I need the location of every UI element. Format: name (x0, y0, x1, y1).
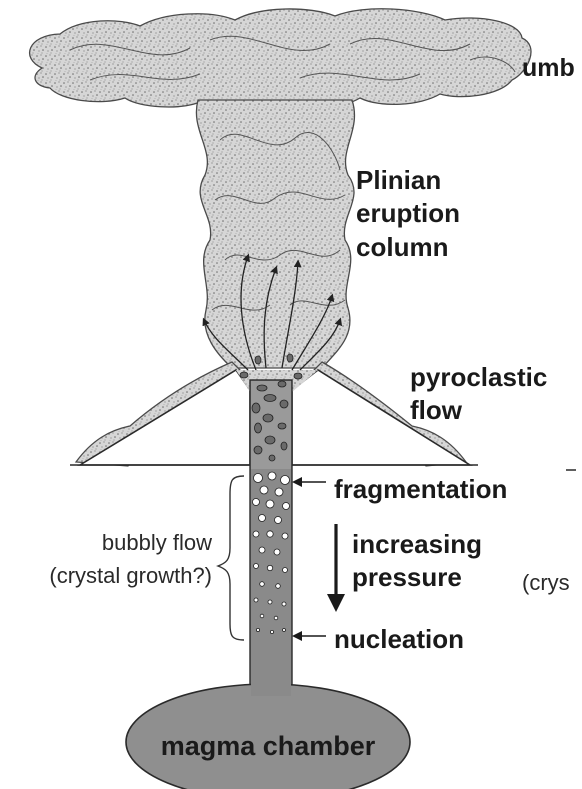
plinian-label-line2: eruption (356, 198, 460, 228)
umbrella-cloud (30, 9, 531, 110)
increasing-pressure-arrow (327, 524, 345, 612)
fragmentation-pointer-arrow (292, 477, 326, 487)
crystal-growth-label: (crystal growth?) (49, 563, 212, 588)
nucleation-label: nucleation (334, 624, 464, 654)
fragmentation-label: fragmentation (334, 474, 507, 504)
magma-chamber-label: magma chamber (161, 731, 376, 761)
bubbly-flow-label: bubbly flow (102, 530, 212, 555)
bubbly-flow-bracket (218, 476, 244, 640)
plinian-label-line1: Plinian (356, 165, 441, 195)
pyroclastic-label-line1: pyroclastic (410, 362, 547, 392)
plinian-label-line3: column (356, 232, 448, 262)
umbrella-label: umb (522, 54, 575, 82)
crystal-right-label: (crys (522, 570, 570, 595)
nucleation-pointer-arrow (292, 631, 326, 641)
eruption-column (196, 100, 354, 368)
pyroclastic-label-line2: flow (410, 395, 463, 425)
increasing-pressure-label-line1: increasing (352, 529, 482, 559)
increasing-pressure-label-line2: pressure (352, 562, 462, 592)
